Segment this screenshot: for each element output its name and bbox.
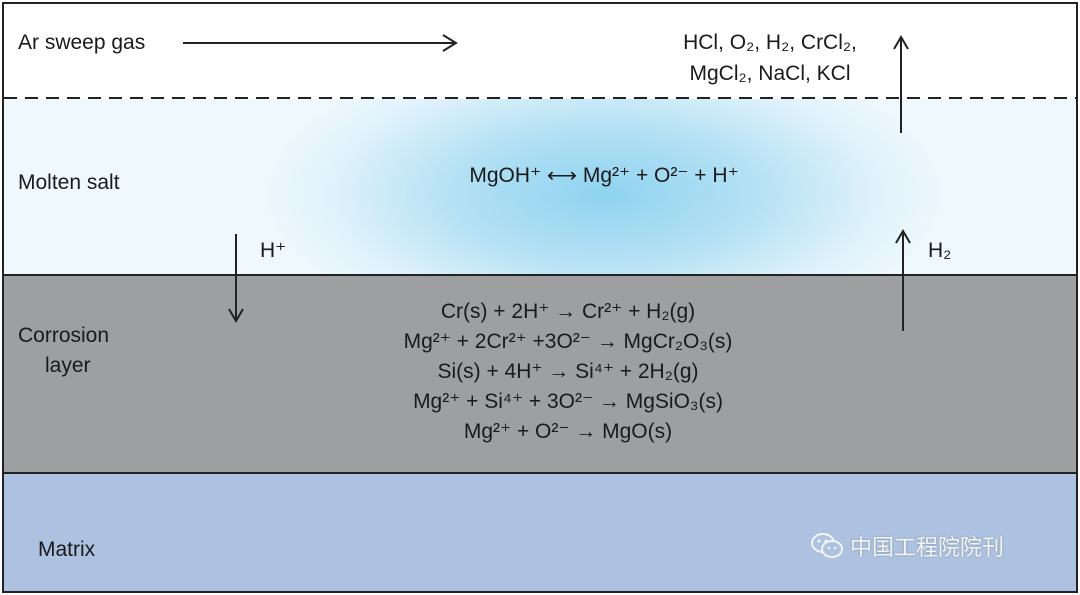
molten-salt-equilibrium: MgOH⁺ ⟷ Mg²⁺ + O²⁻ + H⁺	[469, 164, 739, 187]
matrix-label: Matrix	[38, 538, 96, 561]
watermark: 中国工程院院刊	[810, 530, 1004, 562]
molten-salt-zone	[2, 99, 1078, 274]
reaction-list: Cr(s) + 2H⁺ → Cr²⁺ + H₂(g) Mg²⁺ + 2Cr²⁺ …	[318, 297, 818, 447]
corrosion-label-line1: Corrosion	[18, 324, 110, 347]
sweep-gas-label: Ar sweep gas	[18, 31, 146, 54]
gas-release-arrow	[893, 35, 909, 133]
sweep-gas-arrow	[183, 34, 458, 52]
h-plus-label: H⁺	[260, 239, 287, 262]
matrix-zone	[2, 472, 1078, 593]
reaction-2: Mg²⁺ + 2Cr²⁺ +3O²⁻ → MgCr₂O₃(s)	[403, 330, 733, 353]
reaction-4: Mg²⁺ + Si⁴⁺ + 3O²⁻ → MgSiO₃(s)	[413, 390, 723, 413]
reaction-3: Si(s) + 4H⁺ → Si⁴⁺ + 2H₂(g)	[437, 360, 699, 383]
sweep-gas-zone	[2, 2, 1078, 99]
molten-salt-label: Molten salt	[18, 171, 120, 194]
corrosion-layer-zone	[2, 274, 1078, 472]
reaction-5: Mg²⁺ + O²⁻ → MgO(s)	[463, 420, 673, 443]
gas-products-line1: HCl, O₂, H₂, CrCl₂,	[683, 31, 857, 54]
wechat-icon	[811, 533, 843, 558]
h2-label: H₂	[928, 239, 952, 262]
reaction-1: Cr(s) + 2H⁺ → Cr²⁺ + H₂(g)	[440, 300, 696, 323]
gas-products-line2: MgCl₂, NaCl, KCl	[689, 62, 851, 85]
watermark-text: 中国工程院院刊	[850, 535, 1005, 560]
corrosion-label-line2: layer	[45, 354, 91, 377]
h-plus-down-arrow	[228, 234, 244, 323]
h2-up-arrow	[895, 229, 911, 331]
